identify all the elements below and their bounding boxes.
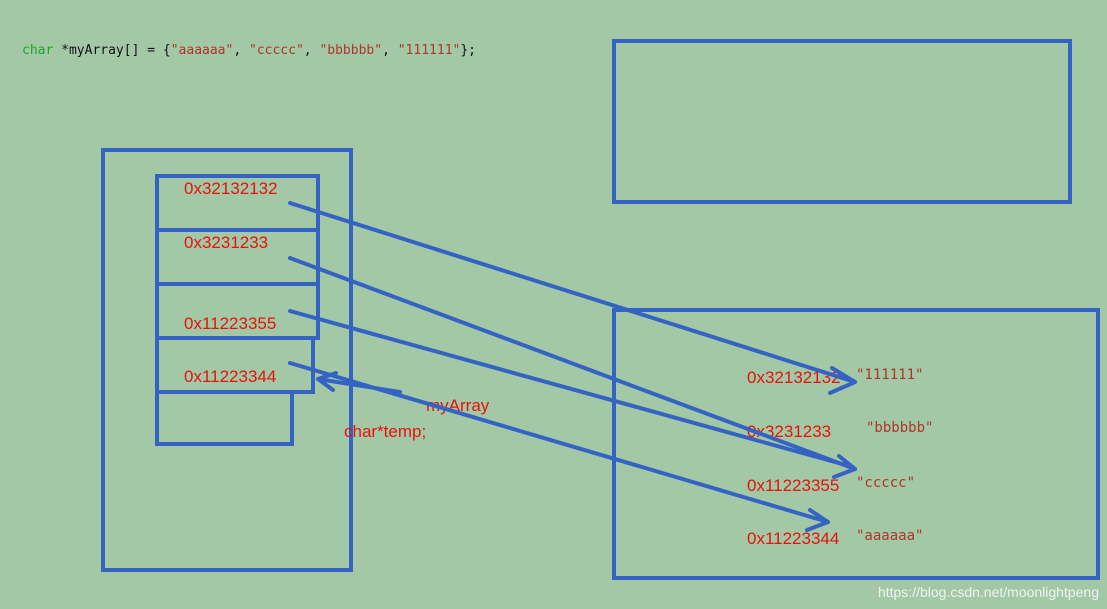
stack-region-box [101, 148, 353, 572]
temp-pointer-arrow [316, 377, 402, 394]
temp-arrow-head [316, 371, 338, 392]
pointer-arrow-0 [288, 201, 857, 384]
code-string-2: "bbbbbb" [319, 43, 383, 58]
heap-value-2: "ccccc" [856, 475, 916, 491]
stack-address-0: 0x32132132 [184, 179, 278, 198]
stack-address-2: 0x11223355 [184, 314, 277, 333]
code-keyword: char [22, 43, 54, 58]
heap-value-1: "bbbbbb" [866, 420, 934, 436]
code-separator: , [382, 43, 398, 58]
stack-address-1: 0x3231233 [184, 233, 269, 252]
code-separator: , [303, 43, 320, 58]
heap-region-box [612, 308, 1100, 580]
heap-address-2: 0x11223355 [747, 476, 840, 495]
watermark: https://blog.csdn.net/moonlightpeng [877, 584, 1099, 600]
arrow-head-0 [828, 366, 857, 395]
arrow-head-1 [832, 454, 857, 479]
pointer-arrow-2 [288, 309, 855, 469]
heap-address-0: 0x32132132 [747, 368, 841, 387]
code-declaration: char *myArray[] = {"aaaaaa", "ccccc", "b… [22, 43, 476, 58]
code-declaration-text: *myArray[] = { [53, 43, 171, 58]
empty-region-box [612, 39, 1072, 204]
array-name-label: myArray [426, 396, 490, 415]
code-terminator: }; [460, 43, 477, 58]
code-separator: , [233, 43, 249, 58]
temp-declaration-label: char*temp; [344, 422, 427, 441]
code-string-3: "111111" [397, 43, 461, 58]
heap-value-3: "aaaaaa" [856, 528, 924, 544]
pointer-arrow-1 [288, 256, 857, 471]
code-string-1: "ccccc" [249, 43, 304, 58]
heap-value-0: "111111" [856, 367, 924, 383]
code-string-0: "aaaaaa" [170, 43, 234, 58]
heap-address-3: 0x11223344 [747, 529, 840, 548]
stack-address-3: 0x11223344 [184, 367, 277, 386]
stack-cell-4 [155, 390, 294, 446]
arrow-head-3 [805, 508, 830, 532]
